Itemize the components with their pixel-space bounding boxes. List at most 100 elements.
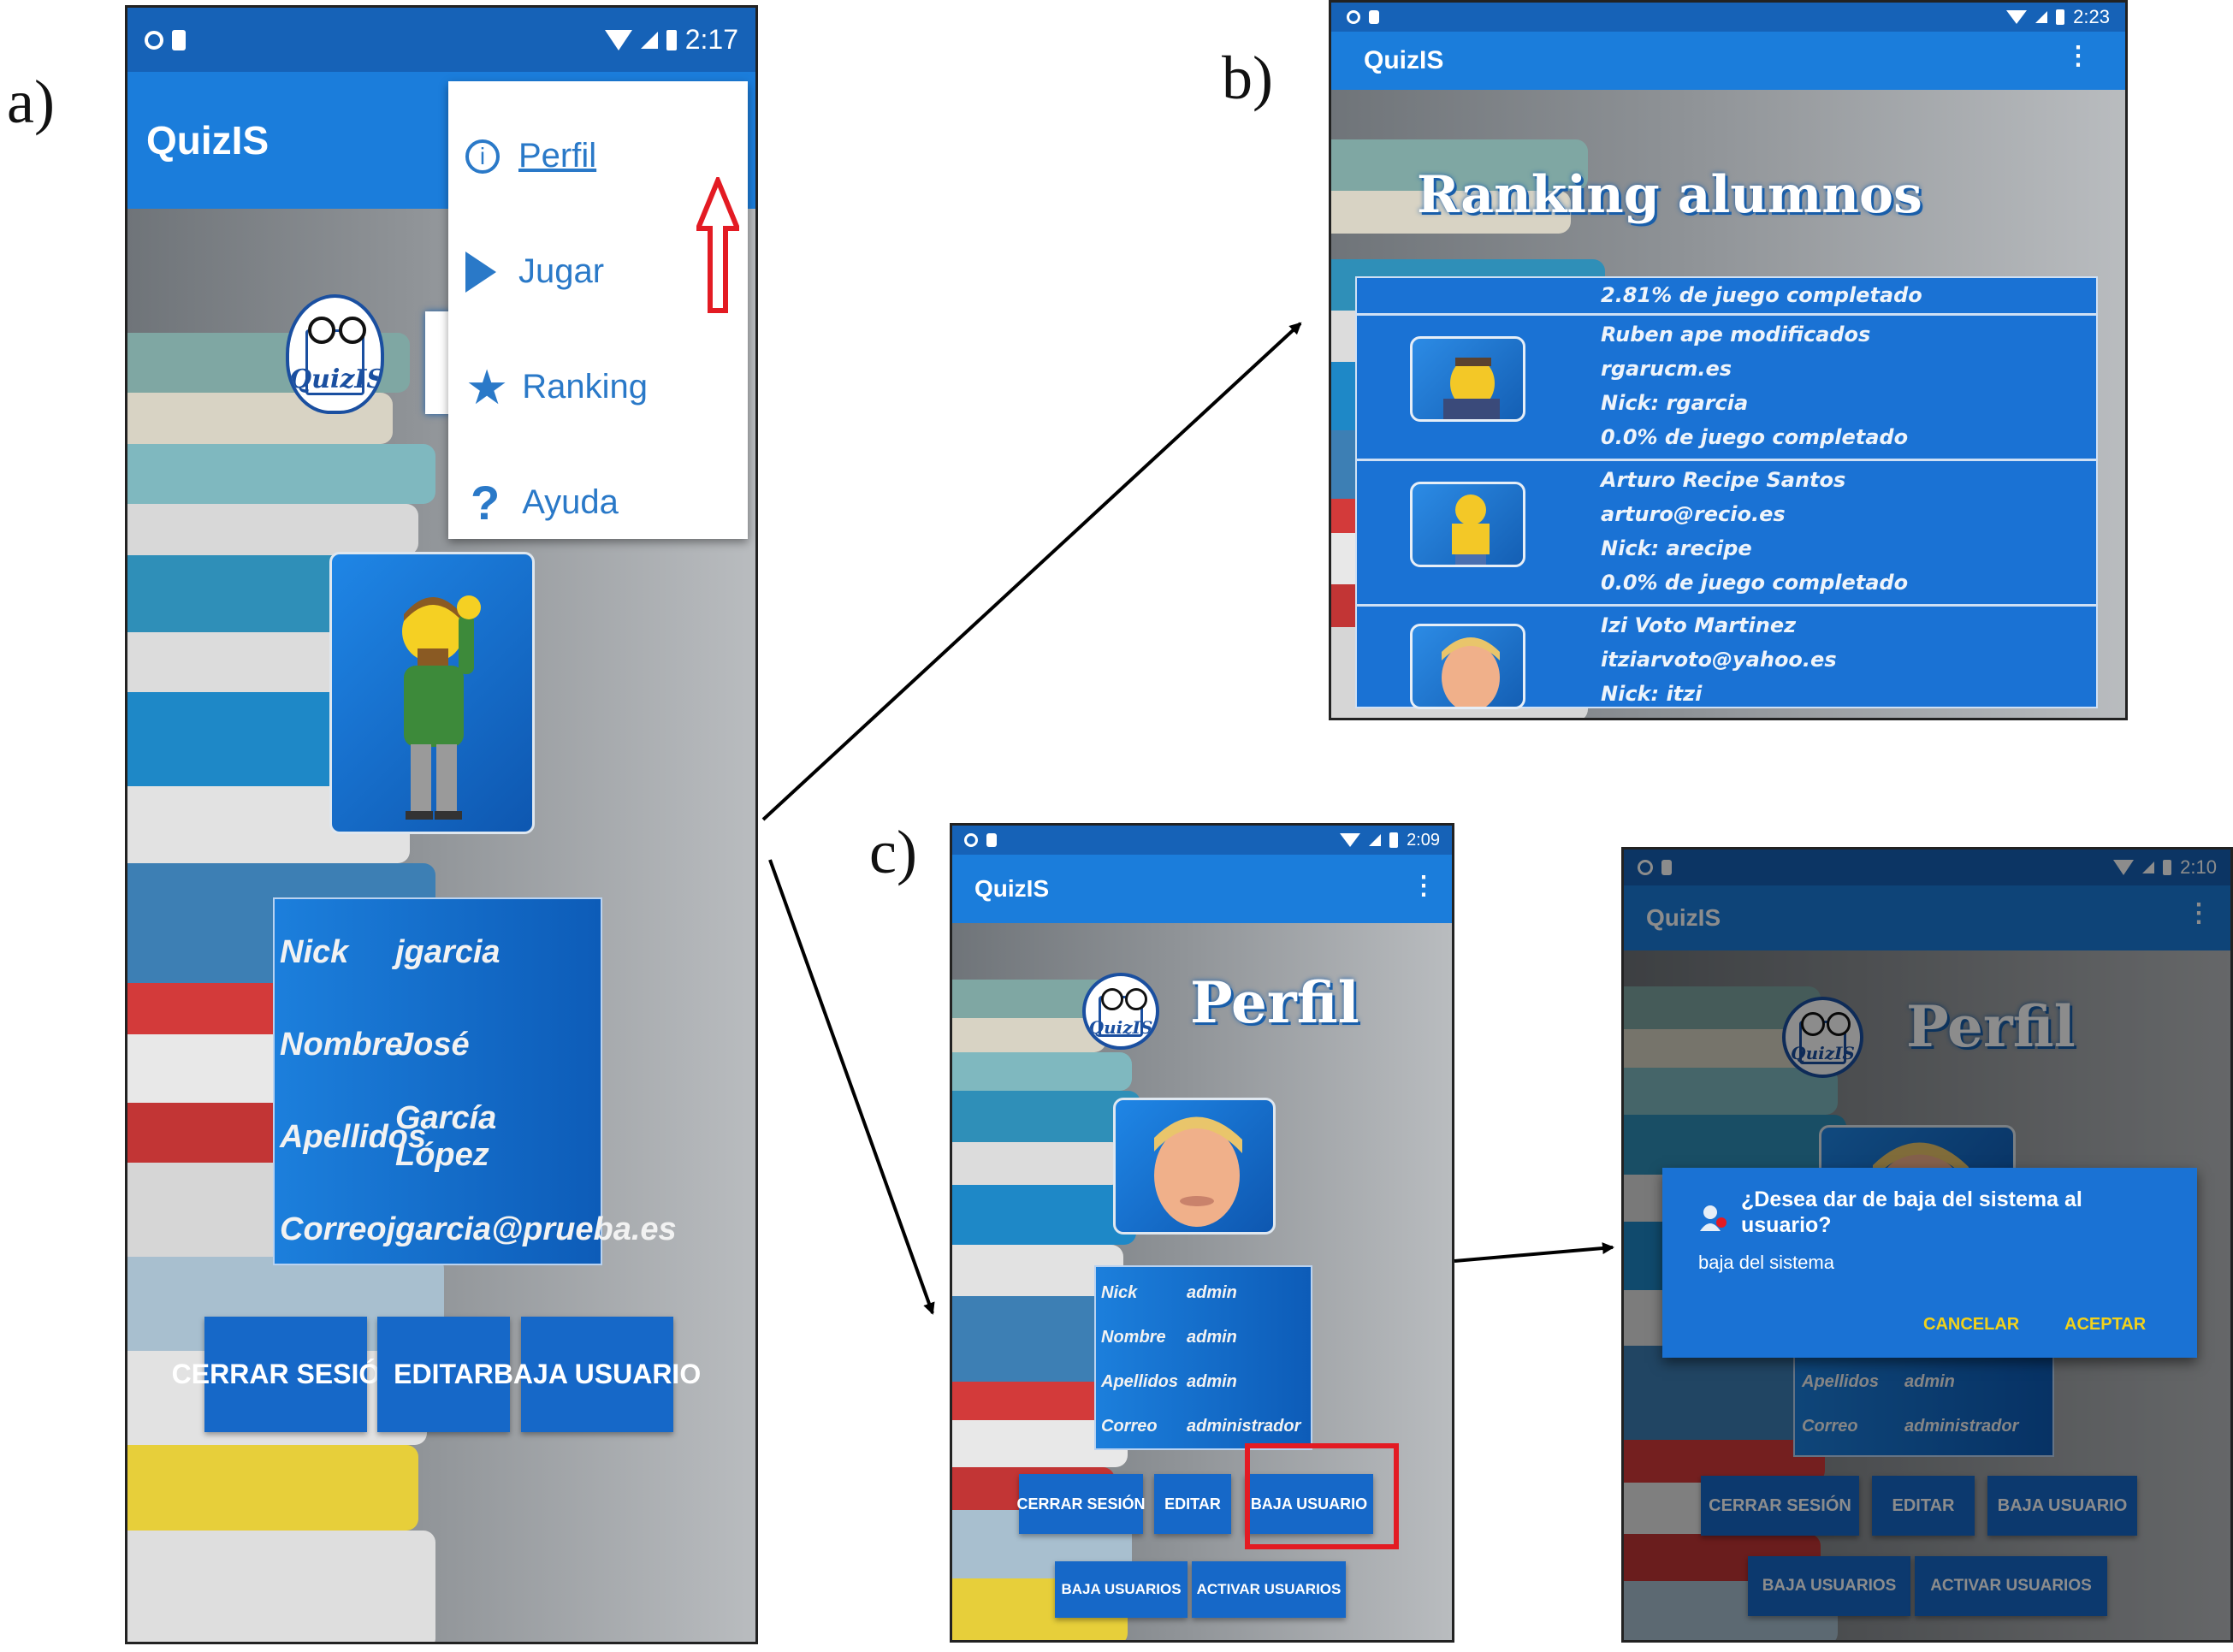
dialog-cancel-button[interactable]: CANCELAR — [1923, 1315, 2020, 1334]
arrow-to-dialog — [1454, 1242, 1614, 1263]
menu-item-perfil[interactable]: i Perfil — [465, 98, 748, 214]
list-item[interactable]: Arturo Recipe Santos arturo@recio.es Nic… — [1357, 461, 2096, 607]
logout-button[interactable]: CERRAR SESIÓN — [172, 1317, 400, 1432]
status-time: 2:23 — [2073, 6, 2110, 27]
edit-button[interactable]: EDITAR — [1872, 1476, 1975, 1536]
notification-icon — [1638, 860, 1653, 875]
signal-icon — [640, 31, 658, 49]
sd-card-icon — [1369, 10, 1379, 24]
menu-item-ranking[interactable]: ★ Ranking — [465, 359, 648, 414]
status-bar: 2:23 — [1331, 3, 2125, 32]
overflow-menu: i Perfil Jugar ★ Ranking ? Ayuda — [448, 81, 748, 539]
app-title: QuizIS — [1364, 46, 1444, 74]
quizis-logo: QuizIS — [1782, 997, 1863, 1078]
logout-button[interactable]: CERRAR SESIÓN — [1016, 1474, 1146, 1534]
status-bar: 2:17 — [127, 8, 755, 72]
highlight-box — [1245, 1443, 1399, 1549]
signal-icon — [2142, 862, 2155, 873]
sd-card-icon — [172, 29, 186, 50]
app-bar: QuizIS — [1331, 32, 2125, 90]
delete-user-button[interactable]: BAJA USUARIO — [1987, 1476, 2137, 1536]
avatar — [1410, 482, 1525, 567]
status-bar: 2:09 — [952, 826, 1452, 855]
wifi-icon — [2113, 860, 2135, 875]
app-title: QuizIS — [974, 875, 1050, 902]
user-remove-icon — [1698, 1204, 1727, 1233]
help-icon: ? — [471, 476, 500, 530]
dialog-accept-button[interactable]: ACEPTAR — [2064, 1315, 2147, 1334]
page-title-partial — [425, 311, 451, 414]
battery-icon — [2056, 9, 2065, 25]
avatar — [1410, 624, 1525, 709]
confirm-dialog: ¿Desea dar de baja del sistema al usuari… — [1662, 1168, 2197, 1358]
delete-user-button[interactable]: BAJA USUARIO — [1245, 1474, 1373, 1534]
sd-card-icon — [986, 833, 997, 847]
panel-label-c: c) — [869, 818, 917, 886]
notification-icon — [145, 30, 163, 50]
app-title: QuizIS — [146, 118, 270, 163]
quizis-logo: QuizIS — [286, 294, 384, 414]
delete-users-button[interactable]: BAJA USUARIOS — [1748, 1556, 1910, 1616]
app-bar: QuizIS — [1624, 885, 2230, 950]
page-heading: Perfil — [1190, 969, 1359, 1036]
notification-icon — [1347, 10, 1360, 24]
logout-button[interactable]: CERRAR SESIÓN — [1701, 1476, 1859, 1536]
activate-users-button[interactable]: ACTIVAR USUARIOS — [1192, 1561, 1346, 1618]
arrow-to-ranking — [761, 322, 1302, 821]
edit-button[interactable]: EDITAR — [377, 1317, 510, 1432]
panel-label-b: b) — [1222, 44, 1273, 112]
page-heading: Perfil — [1906, 993, 2076, 1060]
edit-button[interactable]: EDITAR — [1154, 1474, 1231, 1534]
app-title: QuizIS — [1646, 904, 1721, 931]
panel-label-a: a) — [7, 68, 55, 136]
overflow-menu-icon[interactable]: ⋮ — [1411, 872, 1436, 900]
menu-item-jugar[interactable]: Jugar — [465, 214, 748, 329]
info-icon: i — [465, 139, 500, 174]
dialog-title: ¿Desea dar de baja del sistema al usuari… — [1741, 1187, 2082, 1237]
list-item[interactable]: Izi Voto Martinez itziarvoto@yahoo.es Ni… — [1357, 607, 2096, 709]
dialog-message: baja del sistema — [1698, 1252, 1834, 1273]
delete-user-button[interactable]: BAJA USUARIO — [494, 1317, 701, 1432]
avatar — [1410, 336, 1525, 422]
list-item[interactable]: Ruben ape modificados rgarucm.es Nick: r… — [1357, 316, 2096, 461]
wifi-icon — [1340, 833, 1361, 847]
wifi-icon — [604, 29, 632, 50]
overflow-menu-icon[interactable]: ⋮ — [2186, 899, 2212, 927]
page-heading: Ranking alumnos — [1417, 165, 1922, 225]
avatar — [1113, 1098, 1276, 1235]
up-arrow-annotation — [696, 177, 739, 313]
activate-users-button[interactable]: ACTIVAR USUARIOS — [1915, 1556, 2107, 1616]
delete-users-button[interactable]: BAJA USUARIOS — [1055, 1561, 1188, 1618]
status-time: 2:09 — [1407, 830, 1440, 850]
notification-icon — [964, 833, 978, 847]
status-time: 2:17 — [684, 24, 738, 55]
sd-card-icon — [1661, 860, 1672, 875]
play-icon — [465, 251, 496, 293]
quizis-logo: QuizIS — [1082, 973, 1159, 1050]
status-time: 2:10 — [2180, 856, 2217, 878]
app-bar: QuizIS — [952, 855, 1452, 923]
screen-b: 2:23 QuizIS ⋮ Ranking alumnos 2.81% de j… — [1329, 0, 2128, 720]
menu-item-ayuda[interactable]: ? Ayuda — [471, 476, 619, 530]
avatar — [329, 552, 535, 834]
overflow-menu-icon[interactable]: ⋮ — [2065, 42, 2091, 70]
battery-icon — [2163, 860, 2172, 875]
battery-icon — [666, 29, 677, 50]
list-item[interactable]: 2.81% de juego completado — [1357, 278, 2096, 316]
signal-icon — [2035, 11, 2048, 23]
